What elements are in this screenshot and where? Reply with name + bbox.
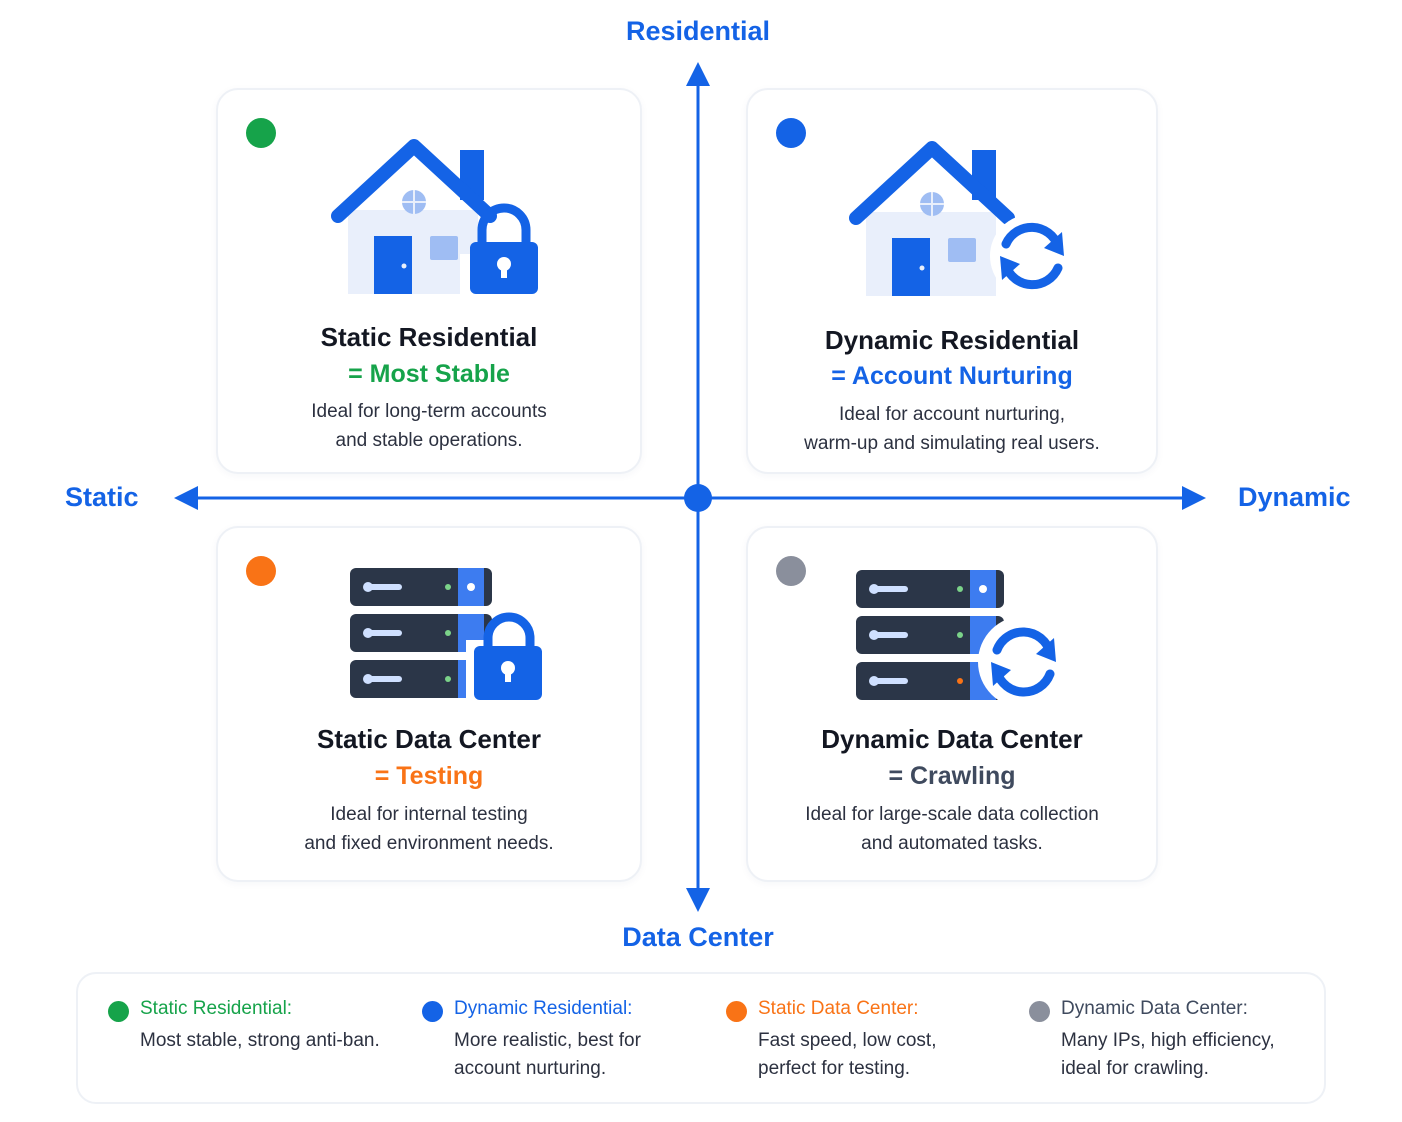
legend-item-name: Dynamic Data Center: bbox=[1061, 998, 1248, 1019]
card-description-line: Ideal for internal testing bbox=[330, 804, 528, 825]
legend-line: ideal for crawling. bbox=[1061, 1058, 1209, 1079]
legend-line: account nurturing. bbox=[454, 1058, 607, 1079]
card-dynamic-residential: Dynamic Residential = Account Nurturing … bbox=[746, 88, 1158, 474]
legend-line: perfect for testing. bbox=[758, 1058, 911, 1079]
legend-item-name: Static Residential: bbox=[140, 998, 293, 1019]
legend-line: Many IPs, high efficiency, bbox=[1061, 1030, 1275, 1051]
status-dot-gray bbox=[776, 556, 806, 586]
legend-dot-gray bbox=[1029, 1001, 1050, 1022]
legend-dot-blue bbox=[422, 1001, 443, 1022]
legend-line: Most stable, strong anti-ban. bbox=[140, 1030, 380, 1051]
arrow-down-icon bbox=[686, 888, 710, 912]
legend-line: Fast speed, low cost, bbox=[758, 1030, 937, 1051]
card-subtitle: = Most Stable bbox=[348, 360, 510, 388]
axis-label-residential: Residential bbox=[625, 16, 771, 46]
legend-item-text: Many IPs, high efficiency, ideal for cra… bbox=[1061, 1027, 1275, 1083]
card-description: Ideal for internal testing and fixed env… bbox=[218, 800, 640, 858]
card-subtitle: = Account Nurturing bbox=[831, 362, 1073, 390]
card-dynamic-datacenter: Dynamic Data Center = Crawling Ideal for… bbox=[746, 526, 1158, 882]
legend-item-text: More realistic, best for account nurturi… bbox=[454, 1027, 641, 1083]
card-description: Ideal for long-term accounts and stable … bbox=[218, 397, 640, 455]
status-dot-green bbox=[246, 118, 276, 148]
legend-item-name: Dynamic Residential: bbox=[454, 998, 633, 1019]
legend-dot-orange bbox=[726, 1001, 747, 1022]
house-lock-icon bbox=[331, 139, 538, 298]
card-title: Dynamic Data Center bbox=[821, 724, 1083, 754]
legend-dot-green bbox=[108, 1001, 129, 1022]
arrow-up-icon bbox=[686, 62, 710, 86]
card-description-line: and automated tasks. bbox=[861, 833, 1043, 854]
legend-item-text: Fast speed, low cost, perfect for testin… bbox=[758, 1027, 936, 1083]
legend: Static Residential: Most stable, strong … bbox=[76, 972, 1326, 1104]
card-description-line: and fixed environment needs. bbox=[304, 833, 554, 854]
card-subtitle: = Testing bbox=[374, 762, 484, 790]
card-subtitle: = Crawling bbox=[888, 762, 1016, 790]
legend-line: More realistic, best for bbox=[454, 1030, 641, 1051]
card-description-line: Ideal for large-scale data collection bbox=[805, 804, 1099, 825]
card-description-line: and stable operations. bbox=[335, 430, 523, 451]
card-description-line: Ideal for long-term accounts bbox=[311, 401, 547, 422]
card-static-residential: Static Residential = Most Stable Ideal f… bbox=[216, 88, 642, 474]
server-lock-icon bbox=[350, 568, 546, 704]
card-title: Dynamic Residential bbox=[824, 325, 1080, 355]
legend-item-text: Most stable, strong anti-ban. bbox=[140, 1027, 380, 1055]
card-description: Ideal for large-scale data collection an… bbox=[748, 800, 1156, 858]
arrow-left-icon bbox=[174, 486, 198, 510]
axis-label-data-center: Data Center bbox=[622, 922, 774, 952]
house-rotate-icon bbox=[849, 141, 1074, 298]
arrow-right-icon bbox=[1182, 486, 1206, 510]
card-static-datacenter: Static Data Center = Testing Ideal for i… bbox=[216, 526, 642, 882]
legend-item-name: Static Data Center: bbox=[758, 998, 919, 1019]
status-dot-orange bbox=[246, 556, 276, 586]
axis-label-static: Static bbox=[65, 482, 139, 512]
card-description-line: warm-up and simulating real users. bbox=[804, 433, 1100, 454]
status-dot-blue bbox=[776, 118, 806, 148]
card-title: Static Residential bbox=[320, 322, 538, 352]
card-title: Static Data Center bbox=[317, 724, 541, 754]
axis-origin-dot bbox=[684, 484, 712, 512]
card-description-line: Ideal for account nurturing, bbox=[838, 404, 1066, 425]
server-rotate-icon bbox=[856, 570, 1070, 706]
axis-label-dynamic: Dynamic bbox=[1238, 482, 1351, 512]
card-description: Ideal for account nurturing, warm-up and… bbox=[748, 400, 1156, 458]
